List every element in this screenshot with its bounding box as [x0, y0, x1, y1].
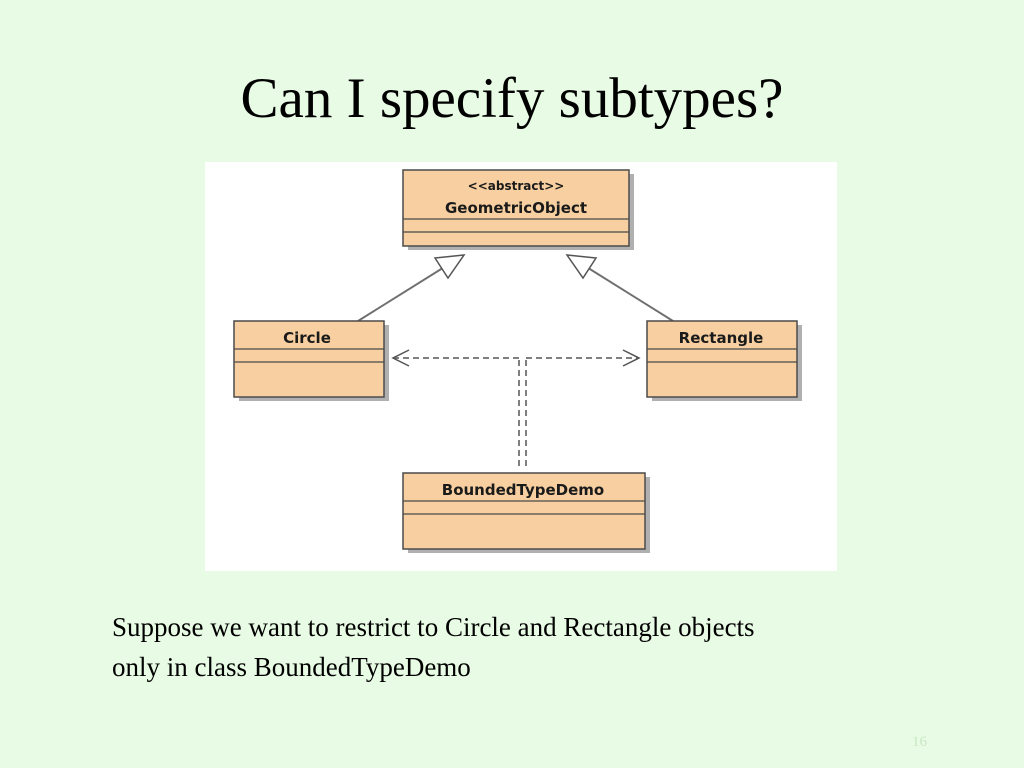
circle-generalization-line [357, 265, 447, 322]
class-circle: Circle [233, 320, 385, 398]
dependency-arrowhead-rectangle [622, 349, 641, 367]
slide-caption: Suppose we want to restrict to Circle an… [112, 607, 972, 687]
dependency-arrowhead-circle [391, 349, 410, 367]
caption-line: Suppose we want to restrict to Circle an… [112, 612, 755, 642]
circle-inheritance-arrowhead [433, 254, 466, 280]
slide-number: 16 [912, 734, 927, 750]
geometric-object-name: GeometricObject [445, 199, 587, 217]
rectangle-inheritance-arrowhead [565, 254, 598, 280]
caption-line: only in class BoundedTypeDemo [112, 652, 471, 682]
slide-title: Can I specify subtypes? [240, 67, 784, 130]
class-bounded-type-demo: BoundedTypeDemo [402, 472, 646, 550]
rectangle-generalization-line [584, 265, 674, 322]
bounded-type-demo-class-name: BoundedTypeDemo [442, 481, 604, 499]
class-geometric-object: <<abstract>> GeometricObject [402, 169, 630, 247]
uml-diagram-canvas: <<abstract>> GeometricObject Circle Rect… [233, 169, 802, 553]
generalization-lines [357, 265, 674, 322]
class-rectangle: Rectangle [646, 320, 798, 398]
dependency-lines [393, 357, 639, 467]
uml-class-diagram: <<abstract>> GeometricObject Circle Rect… [205, 162, 837, 571]
rectangle-class-name: Rectangle [679, 329, 764, 347]
circle-class-name: Circle [283, 329, 331, 347]
geometric-object-stereotype: <<abstract>> [468, 179, 565, 193]
